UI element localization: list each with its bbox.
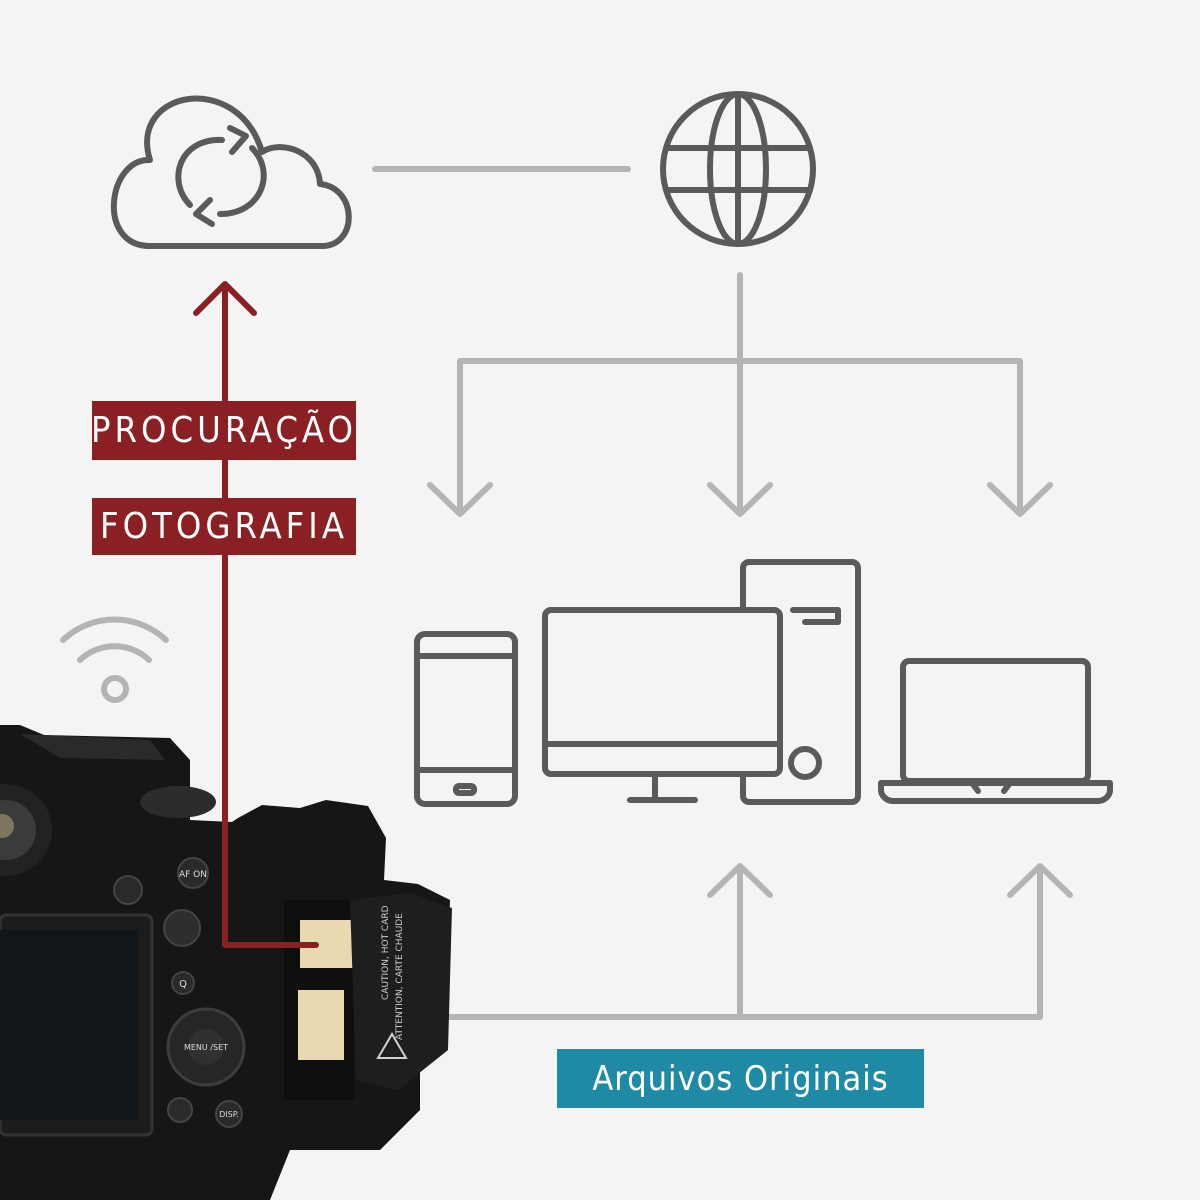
- card-door: [350, 893, 452, 1090]
- card-warning-line-1: CAUTION, HOT CARD: [381, 905, 391, 1000]
- disp-button-label: DISP.: [219, 1110, 239, 1119]
- af-on-button-label: AF ON: [179, 870, 207, 880]
- viewfinder-lens: [0, 800, 36, 860]
- rear-lcd-screen: [0, 930, 138, 1120]
- globe-icon: [660, 91, 816, 247]
- laptop-icon: [878, 658, 1113, 804]
- photo-label: FOTOGRAFIA: [92, 498, 356, 555]
- sd-card-lower: [298, 990, 344, 1060]
- smartphone-icon: [414, 631, 518, 807]
- wifi-icon: [60, 616, 169, 703]
- arrow-head-right: [987, 482, 1053, 517]
- originals-connector: [315, 867, 1043, 1020]
- proxy-label: PROCURAÇÃO: [91, 401, 356, 460]
- joystick: [163, 909, 201, 947]
- connector-lines: [315, 166, 1073, 1020]
- arrow-up-laptop: [1007, 863, 1073, 898]
- arrow-head-center: [707, 482, 773, 517]
- q-button-label: Q: [179, 979, 187, 990]
- arrow-up-desktop: [707, 863, 773, 898]
- menu-set-button-label: MENU /SET: [184, 1043, 228, 1052]
- hot-shoe: [20, 734, 165, 760]
- desktop-computer-icon: [542, 559, 861, 805]
- cloud-sync-icon: [111, 95, 352, 249]
- mirrorless-camera: AF ON Q MENU /SET DISP. CAUTION, HOT CAR…: [0, 725, 452, 1200]
- arrow-head-left: [427, 482, 493, 517]
- distribution-bar: [457, 358, 1023, 515]
- originals-label: Arquivos Originais: [557, 1049, 924, 1108]
- mode-dial: [140, 786, 216, 818]
- card-warning-line-2: ATTENTION, CARTE CHAUDE: [395, 913, 405, 1040]
- heat-warning-icon: [376, 1032, 408, 1059]
